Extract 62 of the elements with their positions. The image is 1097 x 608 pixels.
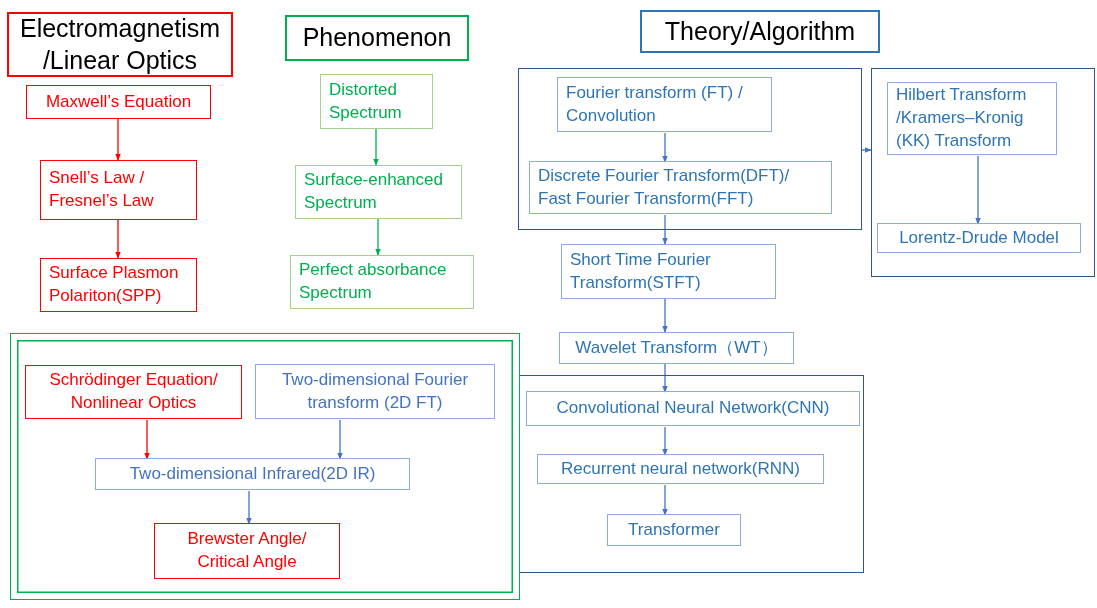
arrow bbox=[662, 132, 668, 163]
node-text: Short Time Fourier Transform(STFT) bbox=[570, 248, 712, 294]
process-box bbox=[887, 82, 1057, 155]
arrow bbox=[375, 218, 381, 256]
heading-box bbox=[285, 15, 469, 61]
group-container bbox=[519, 375, 864, 573]
node-text: Maxwell’s Equation bbox=[44, 90, 193, 113]
arrow bbox=[662, 426, 668, 456]
process-box bbox=[607, 514, 741, 546]
node-text: Brewster Angle/ Critical Angle bbox=[186, 528, 308, 573]
node-text: Two-dimensional Infrared(2D IR) bbox=[128, 462, 377, 485]
heading-text: Theory/Algorithm bbox=[664, 15, 856, 47]
process-box bbox=[295, 165, 462, 219]
arrow bbox=[861, 147, 872, 153]
group-container bbox=[10, 333, 520, 600]
node-text: Wavelet Transform（WT） bbox=[574, 336, 779, 359]
process-box bbox=[561, 244, 776, 299]
node-text: Distorted Spectrum bbox=[329, 78, 403, 124]
arrow bbox=[975, 155, 981, 225]
process-box bbox=[95, 458, 410, 490]
node-text: Snell’s Law / Fresnel’s Law bbox=[49, 167, 155, 212]
process-box bbox=[526, 391, 860, 426]
node-text: Hilbert Transform /Kramers–Kronig (KK) Transform bbox=[896, 84, 1028, 152]
heading-box bbox=[640, 10, 880, 53]
node-text: Surface Plasmon Polariton(SPP) bbox=[49, 262, 180, 307]
arrow bbox=[662, 484, 668, 516]
arrow bbox=[115, 219, 121, 259]
node-text: Two-dimensional Fourier transform (2D FT) bbox=[280, 368, 470, 414]
arrow bbox=[662, 363, 668, 393]
node-text: Lorentz-Drude Model bbox=[898, 226, 1060, 249]
process-box bbox=[529, 161, 832, 214]
node-text: Fourier transform (FT) / Convolution bbox=[566, 81, 744, 127]
process-box bbox=[290, 255, 474, 309]
node-text: Recurrent neural network(RNN) bbox=[560, 457, 801, 480]
process-box bbox=[25, 365, 242, 419]
process-box bbox=[154, 523, 340, 579]
process-box bbox=[320, 74, 433, 129]
arrow bbox=[115, 118, 121, 161]
node-text: Perfect absorbance Spectrum bbox=[299, 259, 448, 304]
arrow bbox=[662, 298, 668, 333]
process-box bbox=[557, 77, 772, 132]
arrow bbox=[662, 214, 668, 245]
node-text: Discrete Fourier Transform(DFT)/ Fast Fourier Transform(FFT) bbox=[538, 164, 791, 210]
arrow bbox=[144, 419, 150, 460]
arrow bbox=[373, 128, 379, 166]
group-container bbox=[518, 68, 862, 230]
process-box bbox=[255, 364, 495, 419]
heading-text: Electromagnetism /Linear Optics bbox=[18, 13, 222, 76]
process-box bbox=[877, 223, 1081, 253]
node-text: Schrödinger Equation/ Nonlinear Optics bbox=[48, 369, 219, 414]
arrow bbox=[337, 419, 343, 460]
node-text: Surface-enhanced Spectrum bbox=[304, 169, 444, 214]
process-box bbox=[559, 332, 794, 364]
process-box bbox=[537, 454, 824, 484]
group-container bbox=[871, 68, 1095, 277]
node-text: Transformer bbox=[627, 518, 721, 541]
arrow bbox=[246, 490, 252, 525]
heading-text: Phenomenon bbox=[302, 22, 452, 54]
process-box bbox=[26, 85, 211, 119]
process-box bbox=[40, 258, 197, 312]
node-text: Convolutional Neural Network(CNN) bbox=[555, 397, 831, 420]
process-box bbox=[40, 160, 197, 220]
